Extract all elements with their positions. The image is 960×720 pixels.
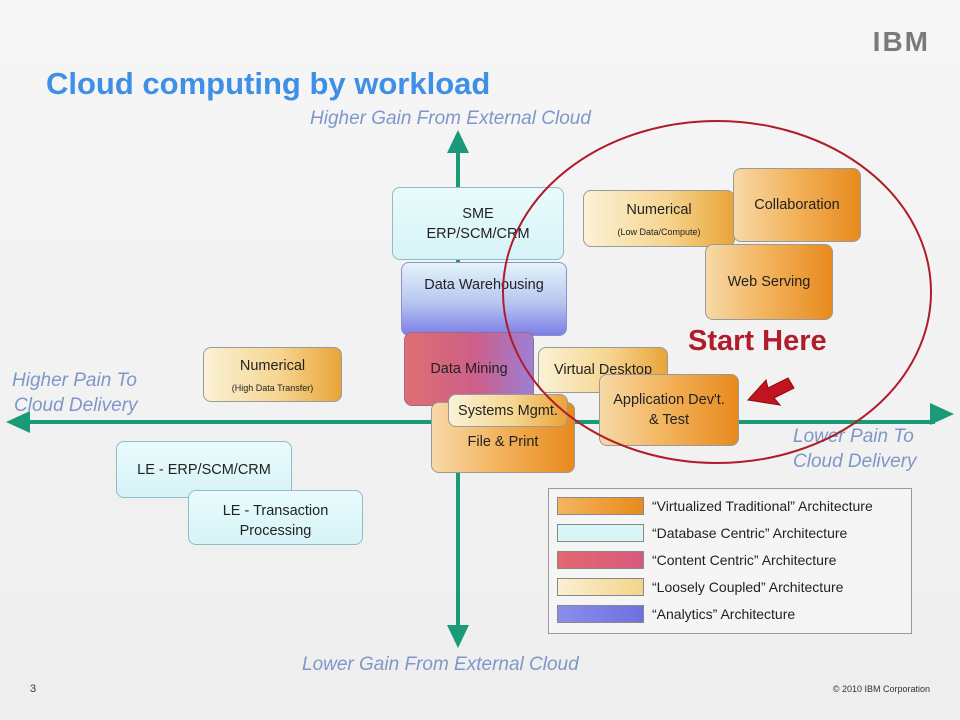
axis-arrow-left-icon (6, 411, 30, 433)
workload-numerical-high-sub: (High Data Transfer) (231, 382, 314, 393)
axis-label-left-line2: Cloud Delivery (14, 395, 138, 416)
workload-sme-line2: ERP/SCM/CRM (426, 225, 530, 242)
pointer-arrow-icon (747, 377, 795, 406)
legend-label: “Loosely Coupled” Architecture (652, 579, 844, 595)
legend-item-virtualized: “Virtualized Traditional” Architecture (557, 495, 873, 517)
workload-numerical-low: Numerical (Low Data/Compute) (583, 190, 735, 247)
ibm-logo: IBM (872, 26, 930, 57)
workload-file-print-label: File & Print (467, 434, 539, 450)
workload-collaboration-label: Collaboration (754, 197, 840, 213)
legend-item-loosely: “Loosely Coupled” Architecture (557, 576, 843, 598)
slide-title: Cloud computing by workload (46, 66, 491, 101)
workload-web-serving: Web Serving (705, 244, 833, 320)
workload-le-tx-line1: LE - Transaction (222, 502, 329, 519)
axis-label-top: Higher Gain From External Cloud (310, 108, 591, 129)
workload-app-dev-test: Application Dev't. & Test (599, 374, 739, 446)
start-here-callout: Start Here (688, 325, 827, 357)
legend-label: “Content Centric” Architecture (652, 552, 837, 568)
workload-le-transaction: LE - Transaction Processing (188, 490, 363, 545)
workload-numerical-high-label: Numerical (239, 357, 306, 374)
legend-label: “Database Centric” Architecture (652, 525, 848, 541)
legend-item-database: “Database Centric” Architecture (557, 522, 847, 544)
workload-app-dev-line1: Application Dev't. (613, 392, 725, 408)
legend-swatch (557, 524, 644, 542)
workload-systems-mgmt: Systems Mgmt. (448, 394, 568, 427)
axis-label-left-line1: Higher Pain To (12, 370, 137, 391)
axis-arrow-up-icon (447, 130, 469, 153)
legend-item-content: “Content Centric” Architecture (557, 549, 836, 571)
workload-systems-mgmt-label: Systems Mgmt. (458, 402, 558, 419)
legend-label: “Analytics” Architecture (652, 606, 796, 622)
axis-label-bottom: Lower Gain From External Cloud (302, 654, 579, 675)
workload-numerical-low-label: Numerical (626, 201, 692, 218)
legend-item-analytics: “Analytics” Architecture (557, 603, 795, 625)
axis-label-left: Higher Pain To Cloud Delivery (12, 368, 138, 418)
axis-arrow-right-icon (930, 403, 954, 425)
legend-swatch (557, 605, 644, 623)
workload-le-tx-line2: Processing (239, 522, 312, 539)
legend-swatch (557, 551, 644, 569)
page-number: 3 (30, 683, 37, 695)
workload-le-erp: LE - ERP/SCM/CRM (116, 441, 292, 498)
workload-app-dev-line2: & Test (648, 412, 690, 428)
axis-label-right-line2: Cloud Delivery (793, 451, 917, 472)
workload-data-warehousing-label: Data Warehousing (424, 277, 544, 293)
workload-sme-erp: SME ERP/SCM/CRM (392, 187, 564, 260)
workload-numerical-high: Numerical (High Data Transfer) (203, 347, 342, 402)
axis-label-right: Lower Pain To Cloud Delivery (793, 424, 917, 474)
legend: “Virtualized Traditional” Architecture “… (548, 488, 912, 634)
legend-label: “Virtualized Traditional” Architecture (652, 498, 873, 514)
legend-swatch (557, 497, 644, 515)
workload-le-erp-label: LE - ERP/SCM/CRM (137, 461, 271, 478)
workload-collaboration: Collaboration (733, 168, 861, 242)
workload-sme-line1: SME (462, 205, 494, 222)
axis-arrow-down-icon (447, 625, 469, 648)
highlight-circle (502, 120, 932, 464)
axis-label-right-line1: Lower Pain To (793, 426, 914, 447)
workload-data-mining-label: Data Mining (430, 361, 508, 377)
copyright: © 2010 IBM Corporation (832, 684, 930, 694)
workload-web-serving-label: Web Serving (727, 274, 811, 290)
workload-numerical-low-sub: (Low Data/Compute) (617, 226, 701, 237)
legend-swatch (557, 578, 644, 596)
